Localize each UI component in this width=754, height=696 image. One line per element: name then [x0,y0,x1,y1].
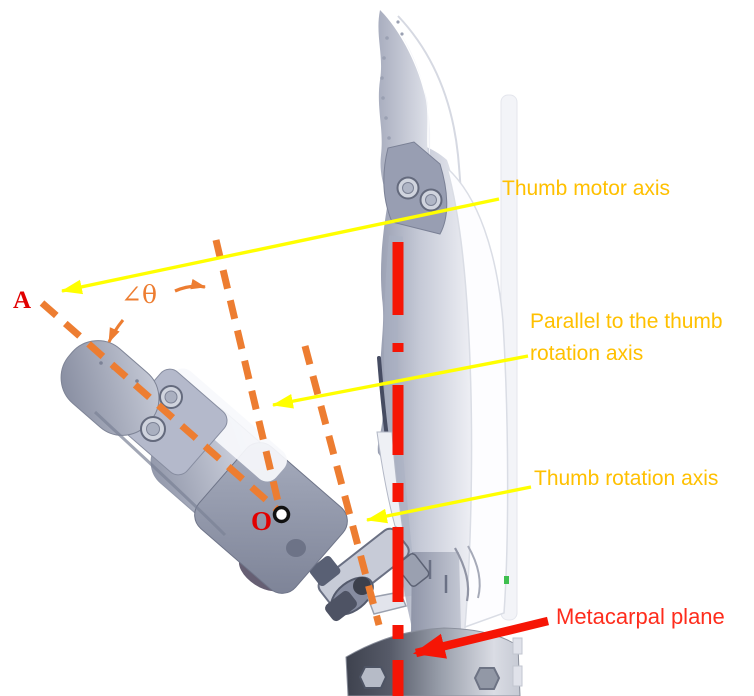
thumb-seam [93,410,227,537]
theta-arrow-right [174,278,207,293]
label-metacarpal-plane: Metacarpal plane [556,604,725,629]
thumb-rotation-axis-pointer [365,485,532,524]
thumb-motor-axis-pointer [60,197,500,295]
point-o-marker [272,505,291,524]
thumb-rotation-axis-dashed-line [301,345,383,626]
label-point-a: A [13,287,32,314]
label-parallel-thumb-rotation-axis: Parallel to the thumb rotation axis [530,310,723,365]
knuckle-screw [396,176,443,212]
axis-annotations [39,197,550,696]
theta-arrow-left [107,319,125,343]
metacarpal-plane-dashed-line [392,242,404,696]
thumb-motor-axis-dashed-line [39,300,283,515]
base-tab [512,637,523,655]
parallel-rotation-axis-pointer [271,354,529,409]
parallel-rotation-axis-dashed-line [212,239,284,511]
thumb-screw [140,385,183,442]
base-tab [512,665,523,687]
label-point-o: O [251,506,273,536]
thumb-mount-plate [194,442,348,594]
gimbal-block [309,555,341,587]
label-angle-theta: ∠θ [121,280,157,309]
label-thumb-motor-axis: Thumb motor axis [502,177,671,200]
metacarpal-plane-arrow [412,616,550,659]
thumb [60,340,348,594]
render-artifact-dot [504,576,509,584]
palm-cover [445,165,509,629]
plate-hole [286,539,306,557]
label-thumb-rotation-axis: Thumb rotation axis [534,467,719,490]
base-hex-hole [473,667,501,690]
base-hex-hole [358,666,388,689]
gimbal-block [396,553,430,587]
gimbal-block [325,590,357,622]
cable [454,547,470,602]
index-finger [378,10,448,235]
cable [467,545,481,599]
